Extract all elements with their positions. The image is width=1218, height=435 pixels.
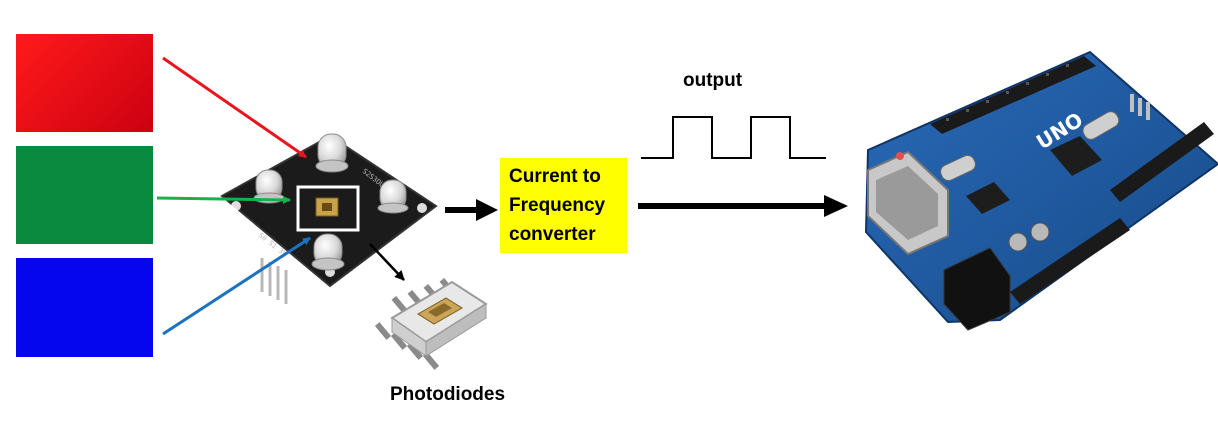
arduino-uno-board-image: UNO bbox=[864, 50, 1218, 331]
converter-label-line-3: converter bbox=[509, 224, 596, 245]
converter-label-line-2: Frequency bbox=[509, 195, 606, 216]
photodiode-chip-image bbox=[374, 277, 488, 370]
red-light-swatch bbox=[16, 34, 153, 132]
square-wave-signal bbox=[641, 116, 826, 159]
blue-light-swatch bbox=[16, 258, 153, 357]
output-label: output bbox=[683, 70, 743, 91]
photodiode-pointer-arrow bbox=[369, 243, 405, 281]
current-to-frequency-converter-box: Current to Frequency converter bbox=[500, 158, 627, 253]
blue-light-arrow bbox=[162, 236, 311, 336]
green-light-swatch bbox=[16, 146, 153, 244]
photodiodes-label: Photodiodes bbox=[390, 384, 506, 405]
converter-box-background bbox=[500, 158, 627, 253]
green-light-arrow bbox=[156, 195, 291, 204]
converter-label-line-1: Current to bbox=[509, 166, 601, 187]
sensor-to-converter-arrow bbox=[445, 199, 498, 221]
converter-to-arduino-arrow bbox=[638, 195, 848, 217]
red-light-arrow bbox=[162, 56, 307, 159]
